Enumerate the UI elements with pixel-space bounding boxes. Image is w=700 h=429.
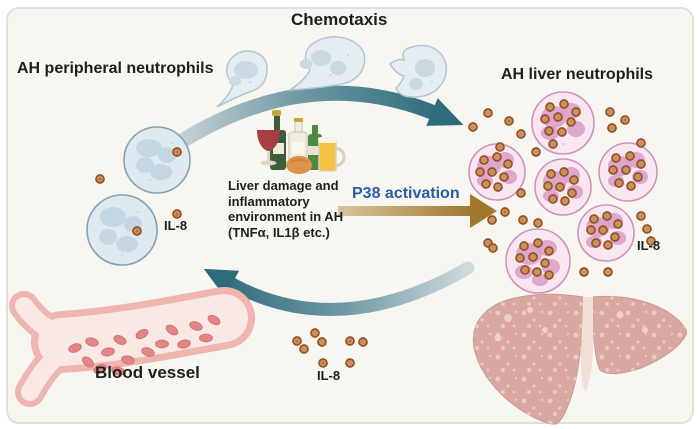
center-text-line-4: (TNFα, IL1β etc.) <box>228 224 330 240</box>
label-il8-left: IL-8 <box>164 218 188 233</box>
alcohol-bottles-icon <box>257 110 346 174</box>
il8-dots-left <box>95 147 182 236</box>
migrating-neutrophil-cells <box>216 36 448 108</box>
return-arrow <box>203 261 475 316</box>
blood-vessel-illustration <box>9 287 255 407</box>
label-blood-vessel: Blood vessel <box>95 363 200 382</box>
label-il8-bottom: IL-8 <box>317 368 341 383</box>
p38-arrow <box>338 194 497 228</box>
center-text-line-2: inflammatory <box>228 193 310 209</box>
center-text-line-1: Liver damage and <box>228 178 339 193</box>
il8-dots-bottom <box>292 328 368 368</box>
center-text-line-3: environment in AH <box>228 209 344 224</box>
label-p38-activation: P38 activation <box>352 185 460 202</box>
label-peripheral-neutrophils: AH peripheral neutrophils <box>17 60 214 77</box>
il8-dot-cores <box>295 118 627 365</box>
peripheral-neutrophil-cells <box>86 126 191 266</box>
chemotaxis-arrow <box>157 85 464 160</box>
title-chemotaxis: Chemotaxis <box>291 10 388 29</box>
label-liver-neutrophils: AH liver neutrophils <box>501 66 654 83</box>
label-il8-right: IL-8 <box>637 238 661 253</box>
label-liver-damage-text: Liver damage and inflammatory environmen… <box>228 178 348 240</box>
red-blood-cells <box>68 314 221 376</box>
liver-neutrophil-cells <box>468 91 658 294</box>
liver-illustration <box>472 293 687 425</box>
